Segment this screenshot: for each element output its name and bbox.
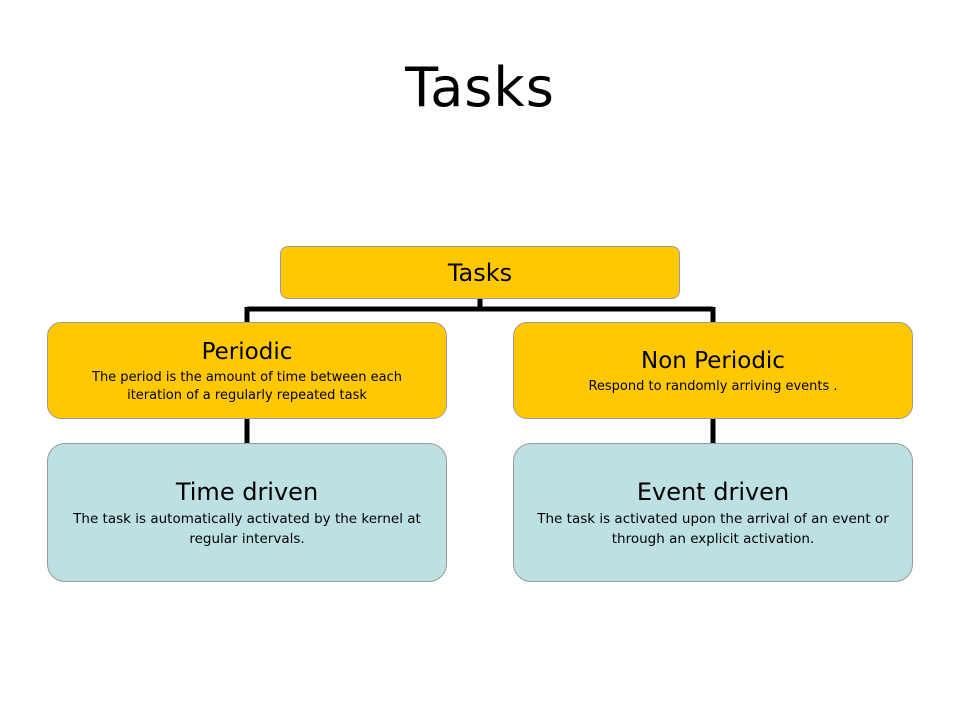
node-time-driven-title: Time driven [175,477,319,506]
node-periodic-description: The period is the amount of time between… [92,369,402,403]
slide-title: Tasks [405,56,555,119]
node-event-driven: Event driven The task is activated upon … [513,443,913,582]
node-event-driven-title: Event driven [636,477,790,506]
node-non-periodic-description: Respond to randomly arriving events . [588,378,838,394]
node-time-driven: Time driven The task is automatically ac… [47,443,447,582]
connector-group [244,299,716,443]
node-non-periodic: Non Periodic Respond to randomly arrivin… [513,322,913,419]
node-non-periodic-title: Non Periodic [641,347,785,374]
node-periodic: Periodic The period is the amount of tim… [47,322,447,419]
node-event-driven-description: The task is activated upon the arrival o… [537,510,889,547]
node-tasks-root: Tasks [280,246,680,299]
node-periodic-title: Periodic [201,338,293,365]
node-time-driven-description: The task is automatically activated by t… [73,510,421,547]
node-tasks-root-title: Tasks [447,258,513,287]
